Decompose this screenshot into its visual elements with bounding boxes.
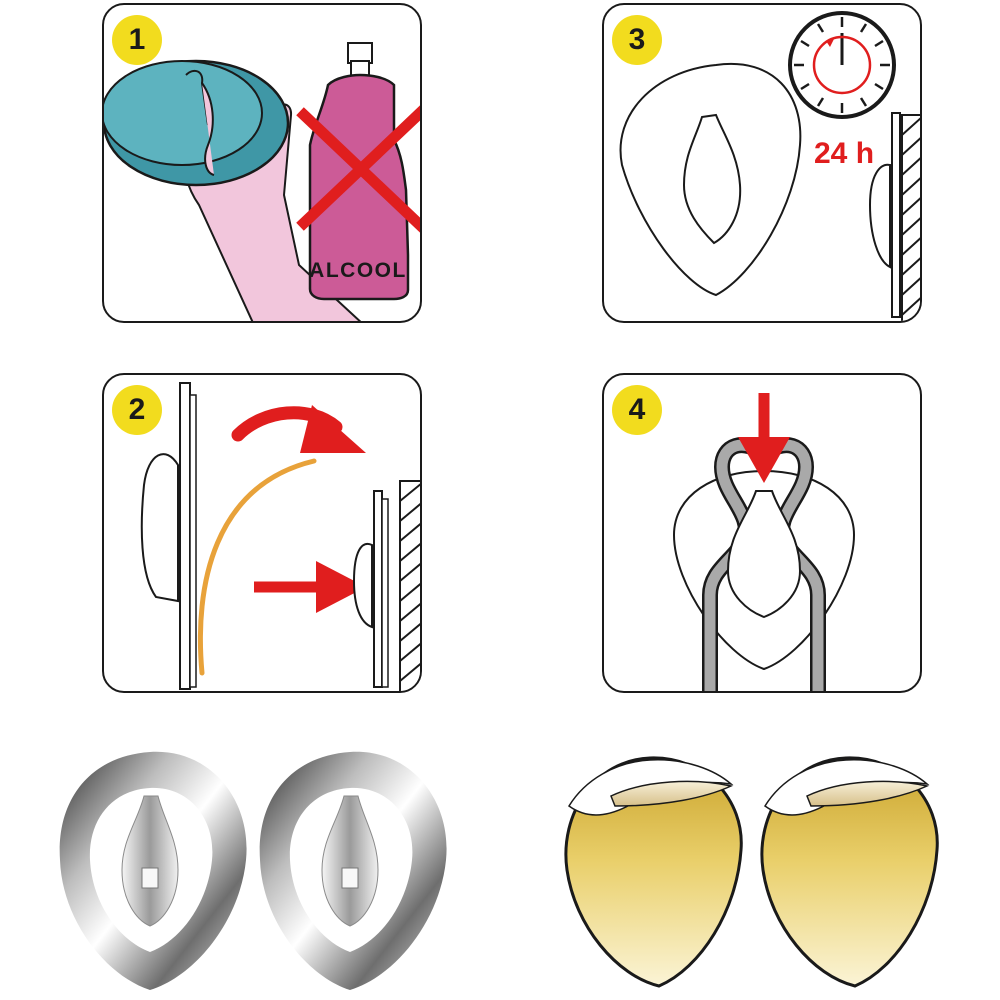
peel-arrow-icon (231, 405, 366, 453)
adhesive-backs-photo (564, 756, 939, 988)
duration-label: 24 h (814, 137, 874, 170)
step-4-badge: 4 (612, 385, 662, 435)
alcohol-label: ALCOOL (309, 259, 407, 282)
adhesive-back-right-icon (760, 756, 939, 988)
step-1-badge: 1 (112, 15, 162, 65)
press-arrow-icon (254, 561, 366, 613)
step-1-panel: 1 ALCOOL (102, 3, 422, 323)
step-3-illustration: 24 h (619, 11, 920, 321)
step-3-panel: 3 24 h (602, 3, 922, 323)
wall-icon (399, 480, 420, 691)
step-2-panel: 2 (102, 373, 422, 693)
chrome-hooks-photo (59, 751, 447, 990)
adhesive-back-left-icon (564, 756, 743, 988)
sponge-icon (104, 59, 290, 187)
adhesive-strip-icon (197, 458, 317, 676)
pull-arrow-icon (738, 393, 790, 483)
chrome-hook-right-icon (259, 751, 447, 990)
step-4-illustration (672, 393, 856, 691)
prohibited-x-icon (296, 105, 420, 233)
step-3-badge: 3 (612, 15, 662, 65)
alcohol-bottle-icon (308, 42, 410, 301)
clock-icon (788, 11, 896, 119)
wall-icon (901, 114, 920, 321)
step-1-illustration: ALCOOL (104, 42, 420, 321)
step-2-badge: 2 (112, 385, 162, 435)
chrome-hook-left-icon (59, 751, 247, 990)
step-4-panel: 4 (602, 373, 922, 693)
step-2-illustration (140, 382, 420, 691)
